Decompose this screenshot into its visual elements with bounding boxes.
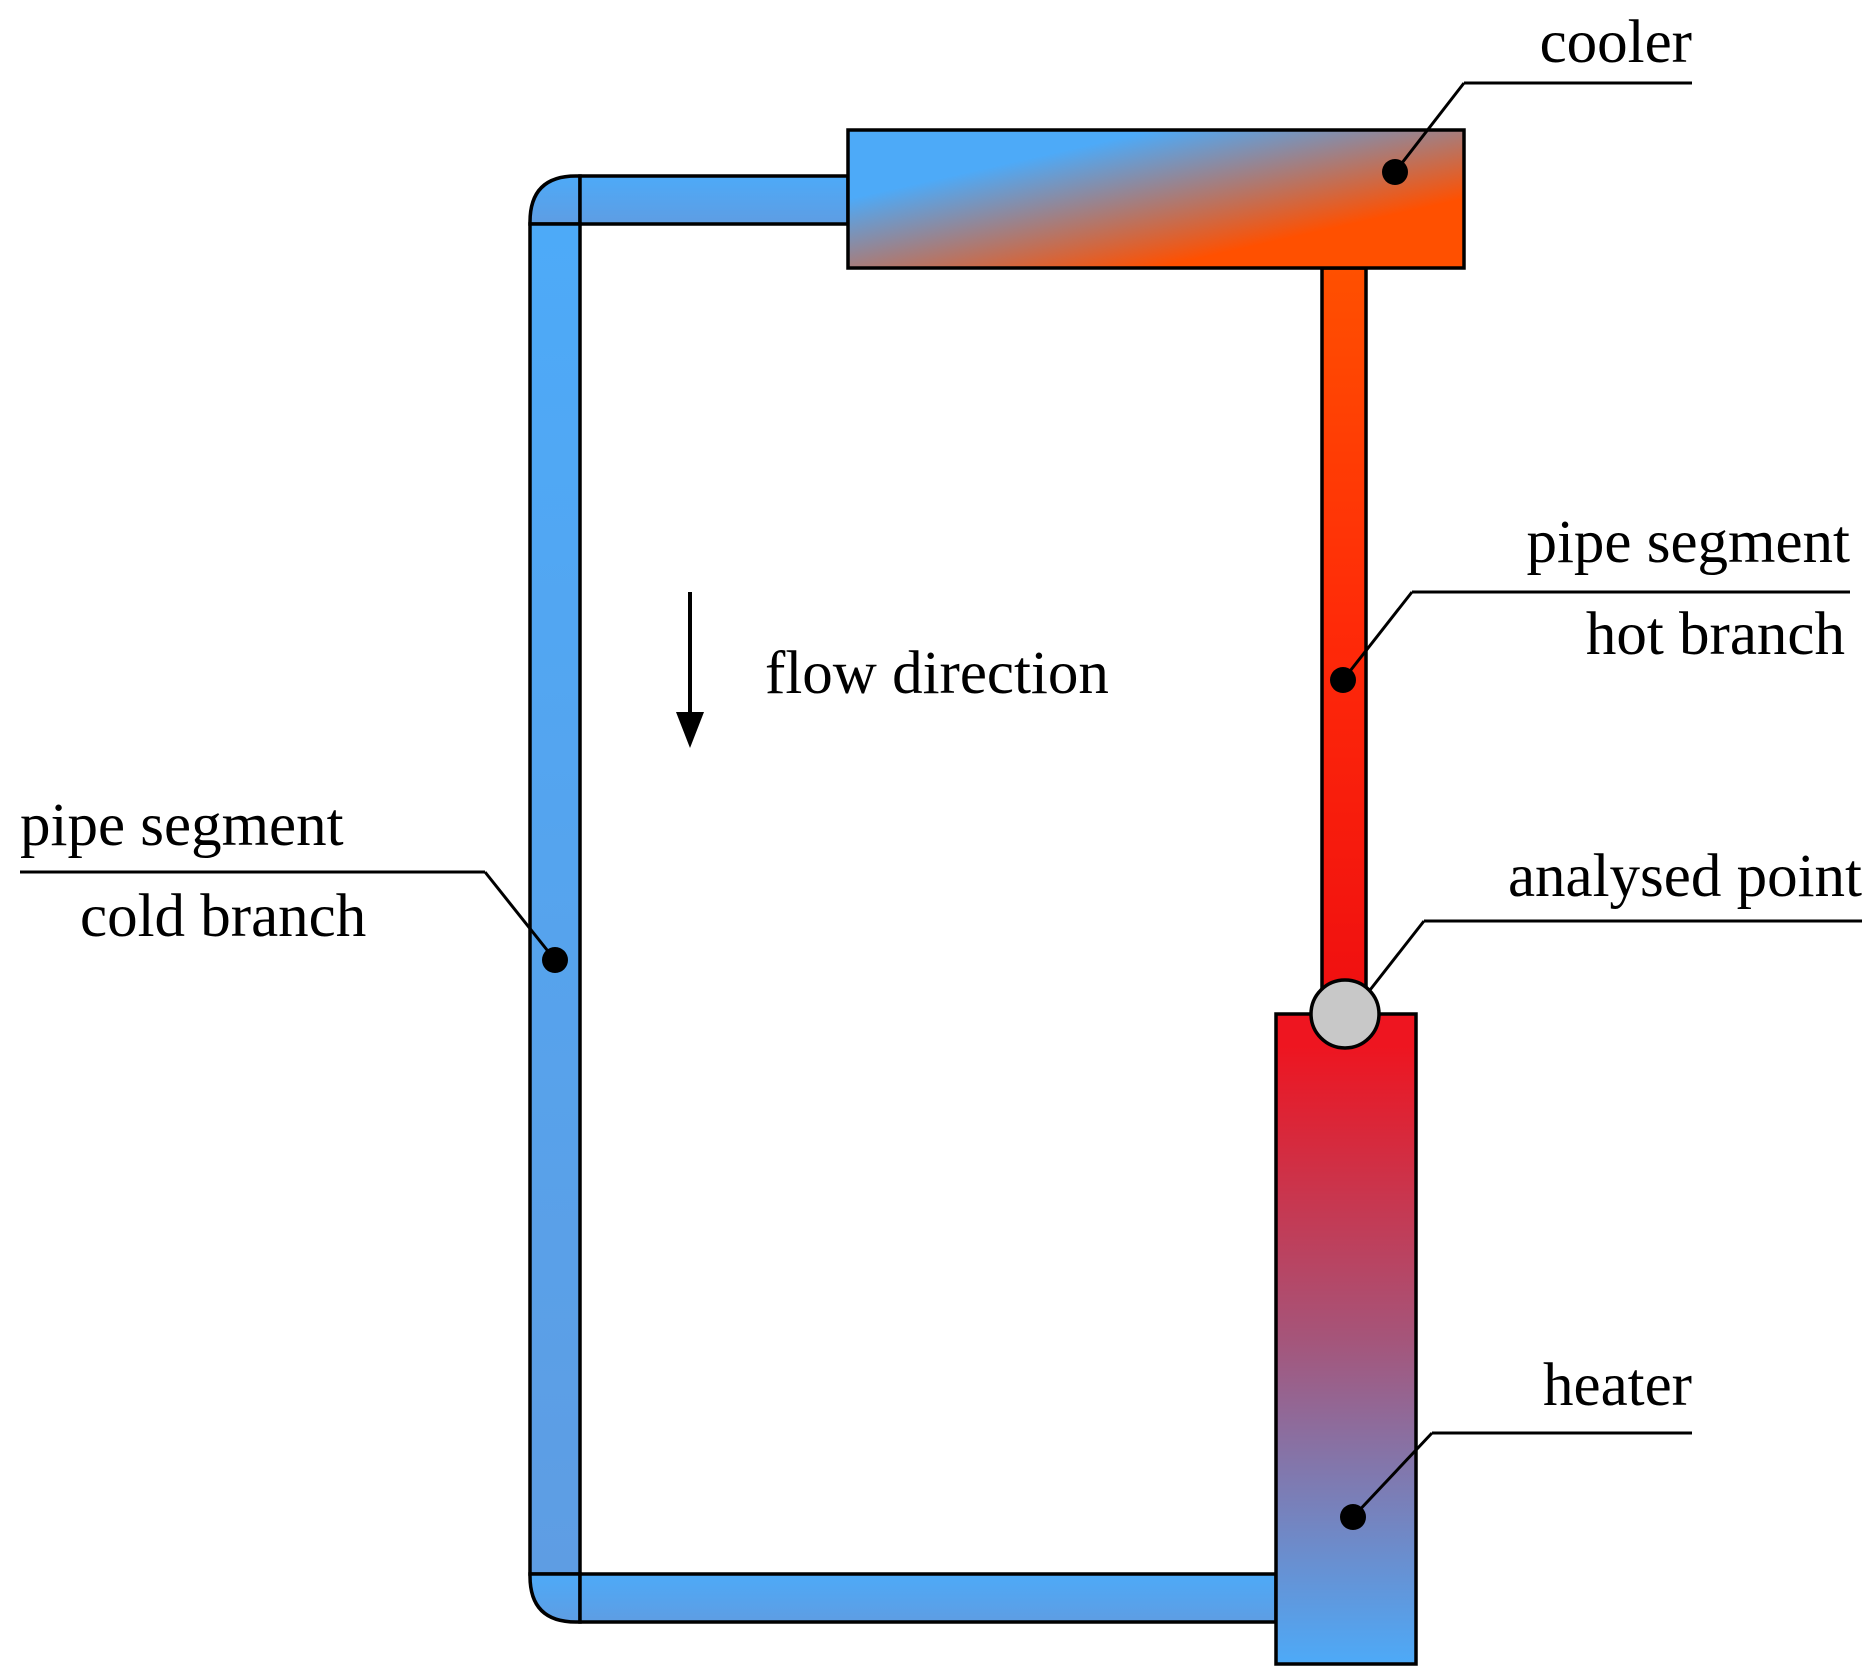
heater-label: heater <box>1543 1352 1692 1419</box>
cold-branch-leader <box>20 870 568 973</box>
cooler-box <box>846 128 1466 270</box>
top-elbow <box>528 174 582 226</box>
heater-box <box>1274 1012 1418 1666</box>
top-horizontal-pipe <box>578 174 850 226</box>
heater-leader <box>1340 1431 1692 1530</box>
bottom-elbow <box>528 1572 582 1624</box>
cold-branch-label-line2: cold branch <box>80 883 366 950</box>
analysed-point-label: analysed point <box>1508 843 1862 910</box>
flow-direction-label: flow direction <box>765 640 1109 707</box>
cooler-leader <box>1382 81 1692 185</box>
cold-branch-pipe <box>528 174 1278 1624</box>
cold-branch-label-line1: pipe segment <box>20 792 344 859</box>
down-arrow-icon <box>676 592 704 748</box>
hot-branch-label-line2: hot branch <box>1586 601 1845 668</box>
bottom-horizontal-pipe <box>578 1572 1278 1624</box>
cooler-label: cooler <box>1540 9 1692 76</box>
analysed-point-leader <box>1368 919 1862 991</box>
cold-vertical-pipe <box>528 222 582 1576</box>
analysed-point-marker <box>1309 978 1381 1050</box>
hot-branch-leader <box>1330 590 1850 693</box>
hot-branch-label-line1: pipe segment <box>1526 509 1850 576</box>
hot-branch-pipe <box>1320 266 1368 990</box>
